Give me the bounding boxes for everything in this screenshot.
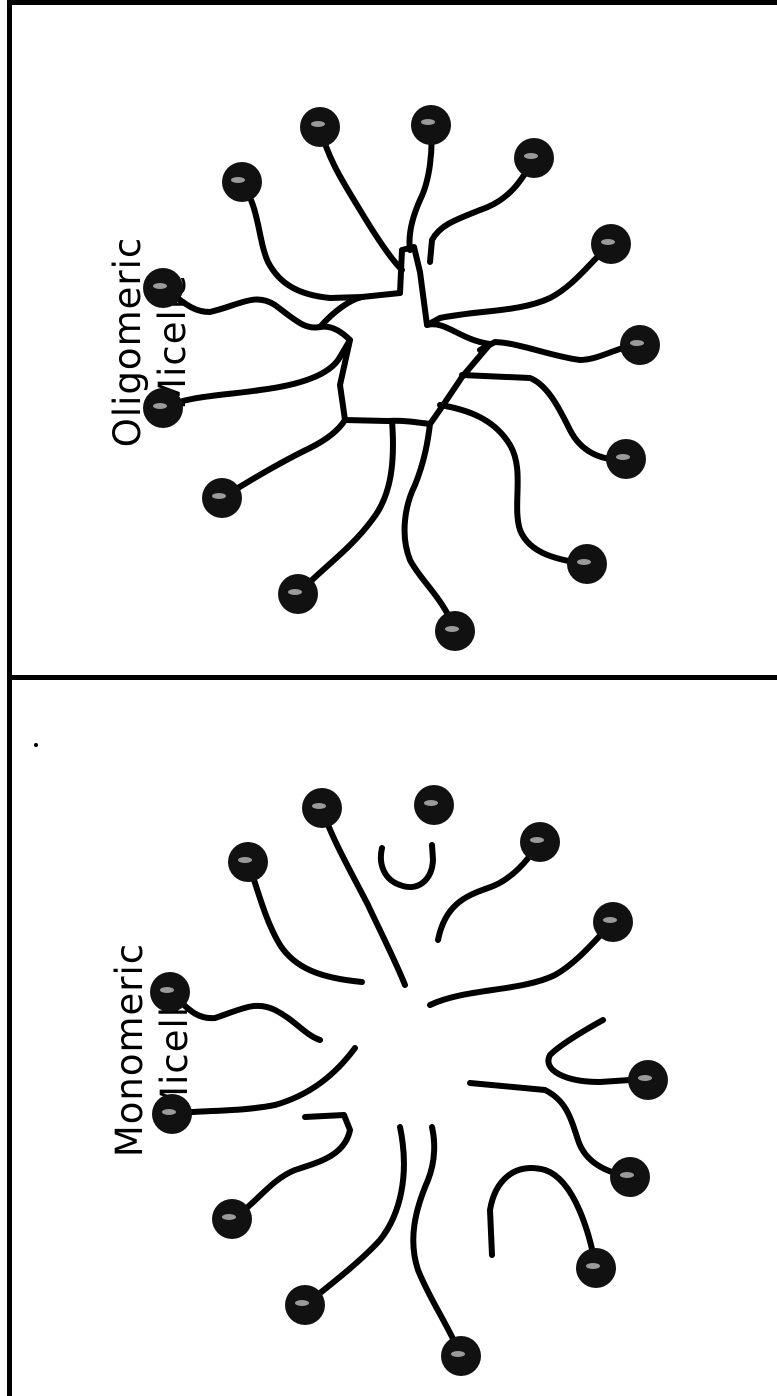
molecule-tail	[545, 1017, 633, 1085]
molecule-head	[411, 105, 451, 145]
molecule-tail	[401, 421, 458, 634]
oligomeric-micelle	[143, 105, 660, 651]
oligomeric-panel	[7, 0, 777, 680]
molecule-tail	[410, 1124, 464, 1359]
molecule-tail	[239, 179, 365, 301]
molecule-tail	[427, 155, 537, 265]
molecule-tail	[295, 418, 396, 597]
monomeric-panel	[7, 680, 777, 1396]
molecule-tail	[459, 372, 629, 463]
molecule-tail	[167, 989, 323, 1043]
molecule-tail	[219, 417, 348, 501]
molecule-tail	[435, 839, 543, 943]
molecule-tail	[302, 1124, 407, 1308]
molecule-tail	[467, 1080, 633, 1180]
molecule-tail	[245, 859, 365, 985]
molecule-tail	[424, 241, 614, 328]
molecule-tail	[169, 1045, 358, 1117]
head-highlights	[153, 119, 652, 1357]
molecule-tail	[229, 1112, 353, 1222]
molecule-tail	[378, 842, 436, 890]
molecule-tail	[487, 1165, 599, 1271]
molecule-tail	[317, 124, 405, 273]
stray-dot	[34, 743, 38, 747]
molecule-tail	[437, 402, 590, 567]
molecule-tail	[160, 337, 353, 411]
molecule-tail	[427, 919, 616, 1008]
molecule-tail	[319, 805, 408, 988]
molecule-tail	[477, 339, 643, 363]
molecule-head	[300, 107, 340, 147]
molecule-tail	[160, 285, 323, 331]
oligomer-core-outline	[317, 244, 493, 427]
monomeric-micelle	[150, 785, 668, 1376]
molecule-tail	[406, 122, 435, 253]
